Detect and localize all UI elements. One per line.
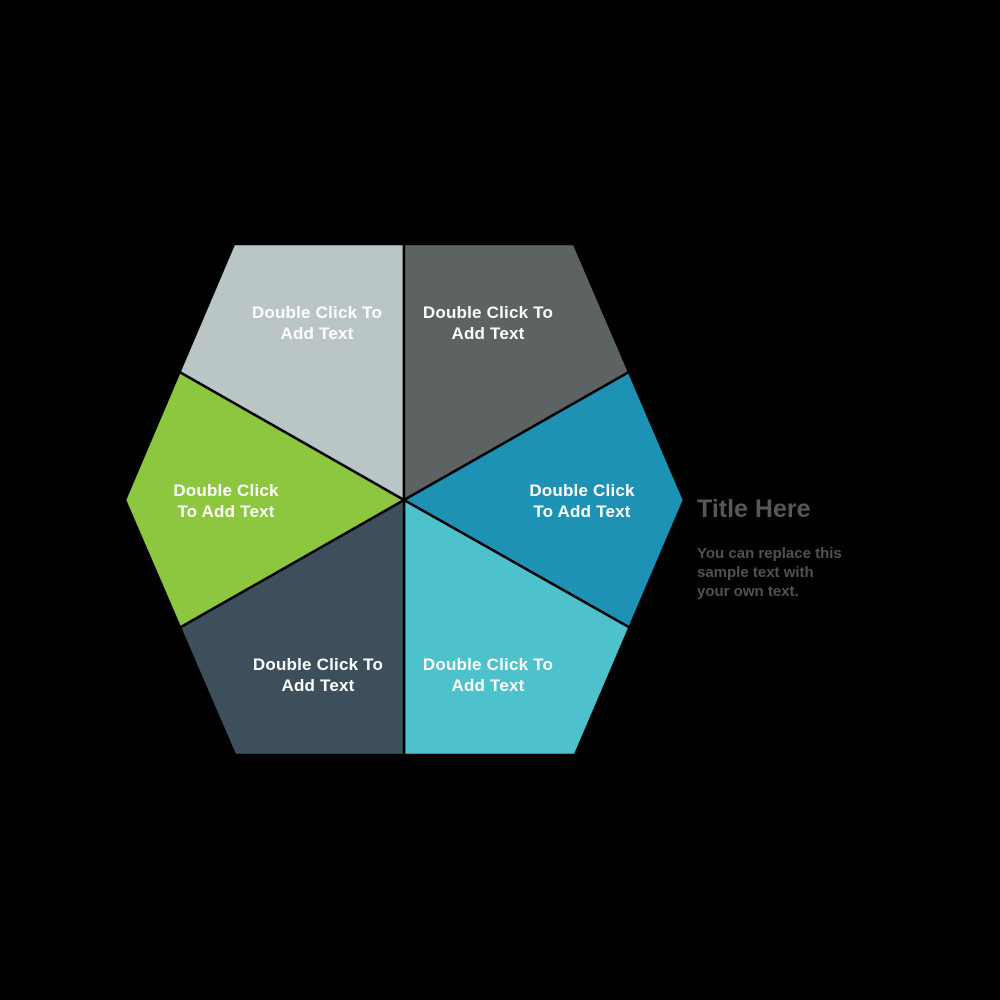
- segment-bottom-right-label[interactable]: Double Click To Add Text: [422, 655, 554, 695]
- segment-left-label[interactable]: Double Click To Add Text: [173, 481, 279, 521]
- title-text[interactable]: Title Here: [697, 495, 811, 523]
- segment-left-shape[interactable]: [123, 370, 407, 630]
- segment-top-right-label[interactable]: Double Click To Add Text: [422, 303, 554, 343]
- segment-bottom-left-label[interactable]: Double Click To Add Text: [252, 655, 384, 695]
- description-text[interactable]: You can replace this sample text with yo…: [697, 545, 842, 600]
- segment-top-left-label[interactable]: Double Click To Add Text: [251, 303, 383, 343]
- segment-right-label[interactable]: Double Click To Add Text: [529, 481, 635, 521]
